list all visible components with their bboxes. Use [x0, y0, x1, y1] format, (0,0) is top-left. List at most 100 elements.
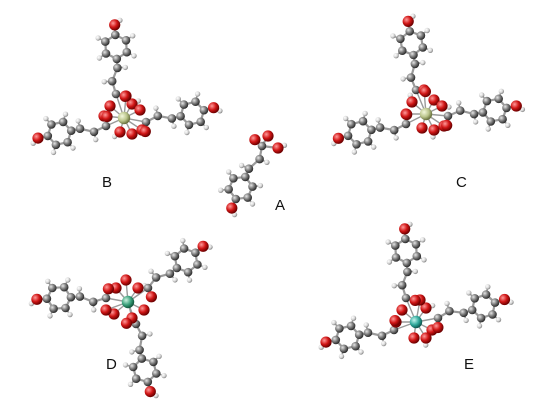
hydrogen-atom — [75, 118, 81, 124]
hydrogen-atom — [62, 111, 69, 117]
carbon-atom — [358, 116, 368, 126]
hydrogen-atom — [456, 100, 462, 106]
hydrogen-atom — [476, 323, 483, 329]
carbon-atom — [476, 313, 486, 323]
hydrogen-atom — [495, 317, 502, 323]
hydrogen-atom — [338, 353, 345, 360]
oxygen-atom — [109, 19, 121, 31]
hydrogen-atom — [363, 322, 369, 328]
carbon-atom — [107, 76, 117, 86]
carbon-atom — [389, 325, 399, 335]
carbon-atom — [481, 290, 491, 299]
oxygen-atom — [409, 294, 421, 306]
carbon-atom — [351, 341, 360, 351]
carbon-atom — [243, 193, 252, 202]
carbon-atom — [397, 280, 407, 290]
hydrogen-atom — [423, 342, 429, 348]
carbon-atom — [42, 294, 52, 304]
hydrogen-atom — [343, 115, 349, 122]
oxygen-atom — [401, 108, 413, 121]
carbon-atom — [347, 119, 356, 129]
carbon-atom — [131, 374, 141, 384]
carbon-atom — [248, 182, 257, 191]
hydrogen-atom — [171, 123, 177, 129]
oxygen-atom — [332, 132, 344, 144]
hydrogen-atom — [393, 135, 399, 141]
hydrogen-atom — [130, 33, 136, 39]
carbon-atom — [75, 292, 85, 301]
hydrogen-atom — [257, 182, 264, 189]
hydrogen-atom — [218, 187, 224, 193]
carbon-atom — [401, 234, 410, 244]
carbon-atom — [121, 36, 131, 45]
carbon-atom — [111, 30, 120, 40]
hydrogen-atom — [70, 145, 76, 151]
hydrogen-atom — [420, 59, 426, 66]
hydrogen-atom — [351, 149, 358, 155]
oxygen-atom — [226, 202, 238, 214]
carbon-atom — [66, 292, 76, 302]
carbon-atom — [143, 283, 153, 293]
atom-layer — [28, 13, 526, 399]
oxygen-atom — [420, 302, 432, 314]
hydrogen-atom — [122, 64, 128, 71]
carbon-atom — [88, 297, 98, 307]
oxygen-atom — [498, 293, 511, 306]
carbon-atom — [502, 103, 511, 113]
hydrogen-atom — [95, 35, 101, 41]
hydrogen-atom — [393, 53, 399, 59]
hydrogen-atom — [466, 290, 472, 296]
carbon-atom — [409, 50, 418, 60]
panel-label-a: A — [275, 197, 286, 214]
oxygen-atom — [100, 304, 112, 316]
hydrogen-atom — [101, 79, 107, 85]
hydrogen-atom — [498, 88, 504, 95]
hydrogen-atom — [180, 237, 186, 244]
hydrogen-atom — [444, 300, 450, 307]
panel-label-d: D — [106, 356, 117, 373]
hydrogen-atom — [186, 277, 193, 283]
oxygen-atom — [138, 304, 150, 316]
hydrogen-atom — [390, 33, 396, 39]
carbon-atom — [137, 331, 147, 341]
hydrogen-atom — [76, 286, 83, 292]
hydrogen-atom — [202, 264, 208, 270]
oxygen-atom — [432, 321, 444, 334]
oxygen-atom — [139, 125, 151, 138]
hydrogen-atom — [479, 92, 485, 98]
carbon-atom — [335, 324, 344, 333]
carbon-atom — [257, 141, 267, 151]
carbon-atom — [165, 269, 175, 279]
carbon-atom — [459, 308, 469, 318]
carbon-atom — [391, 241, 400, 250]
hydrogen-atom — [427, 47, 433, 53]
carbon-atom — [455, 106, 465, 115]
carbon-atom — [482, 96, 492, 106]
carbon-atom — [241, 172, 250, 182]
hydrogen-atom — [148, 268, 154, 274]
metal-atom — [419, 107, 433, 121]
oxygen-atom — [436, 100, 448, 112]
carbon-atom — [363, 328, 373, 338]
hydrogen-atom — [172, 277, 178, 283]
carbon-atom — [113, 63, 122, 73]
hydrogen-atom — [194, 91, 201, 97]
carbon-atom — [401, 293, 411, 303]
carbon-atom — [410, 59, 420, 69]
hydrogen-atom — [164, 250, 171, 257]
carbon-atom — [244, 164, 254, 173]
carbon-atom — [363, 137, 373, 146]
hydrogen-atom — [391, 283, 397, 289]
carbon-atom — [152, 369, 161, 378]
hydrogen-atom — [375, 117, 381, 123]
hydrogen-atom — [153, 105, 159, 111]
carbon-atom — [255, 154, 264, 164]
carbon-atom — [412, 251, 422, 261]
oxygen-atom — [249, 134, 261, 146]
hydrogen-atom — [421, 257, 427, 263]
hydrogen-atom — [184, 129, 190, 136]
carbon-atom — [183, 267, 193, 277]
carbon-atom — [367, 125, 376, 135]
hydrogen-atom — [226, 169, 232, 175]
